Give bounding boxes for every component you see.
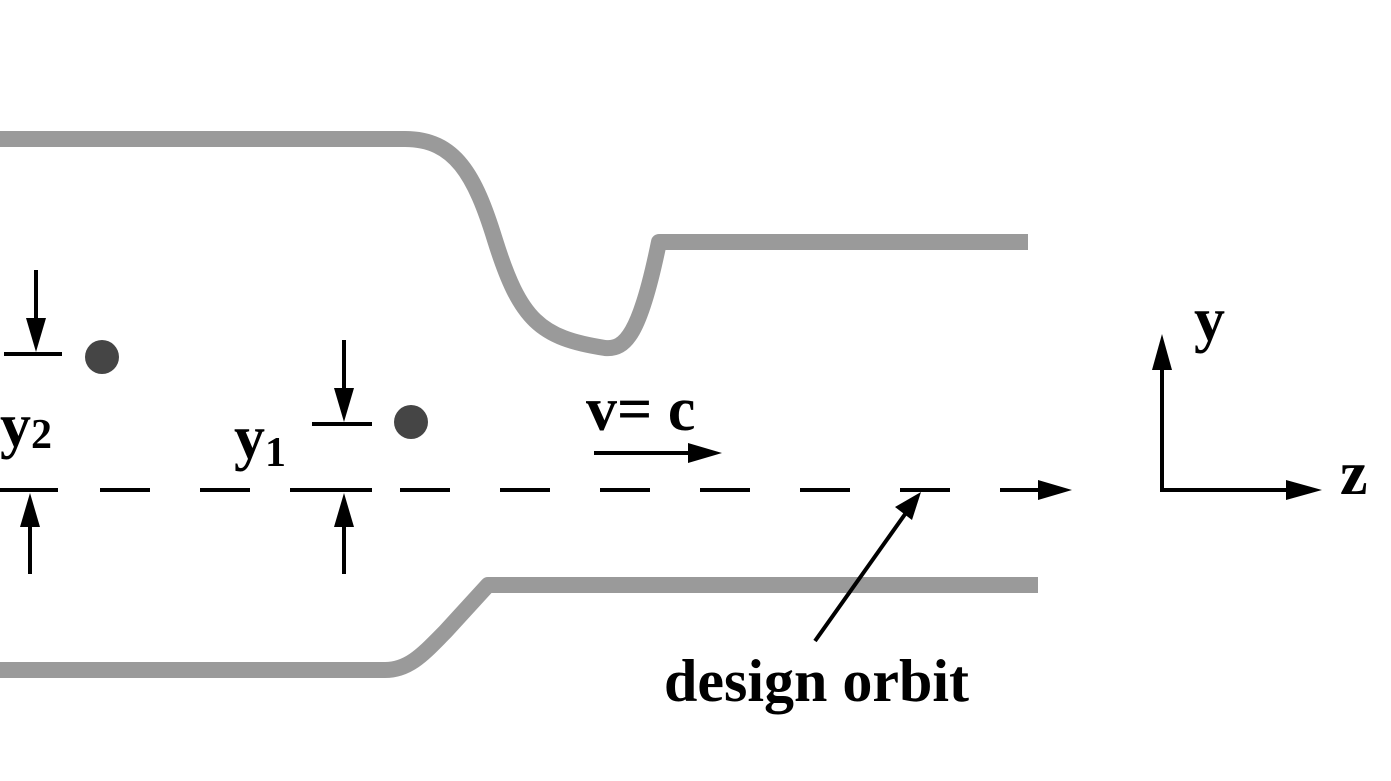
design-orbit-pointer-head (895, 492, 921, 520)
y1-label: y1 (234, 404, 286, 476)
axis-y-arrowhead (1152, 334, 1172, 370)
velocity-arrowhead (688, 443, 722, 463)
axis-z-label: z (1340, 440, 1368, 508)
axis-z-arrowhead (1286, 480, 1322, 500)
upper-pipe-wall (0, 131, 1028, 357)
y2-label-main: y (0, 392, 31, 460)
axis-y-label: y (1194, 286, 1225, 354)
y2-label: y2 (0, 392, 52, 460)
y2-label-sub: 2 (31, 412, 52, 458)
y1-label-sub: 1 (265, 430, 286, 476)
particle-1 (394, 405, 428, 439)
coordinate-axes: y z (1152, 286, 1368, 508)
velocity-label: v= c (586, 376, 695, 444)
design-orbit-arrowhead (1038, 480, 1072, 500)
y1-offset-marker (290, 340, 372, 574)
lower-pipe-wall (0, 577, 1038, 678)
design-orbit-pointer (813, 508, 910, 643)
design-orbit-label: design orbit (664, 648, 969, 714)
y1-label-main: y (234, 404, 265, 472)
y2-offset-marker (0, 270, 62, 574)
particle-2 (85, 340, 119, 374)
